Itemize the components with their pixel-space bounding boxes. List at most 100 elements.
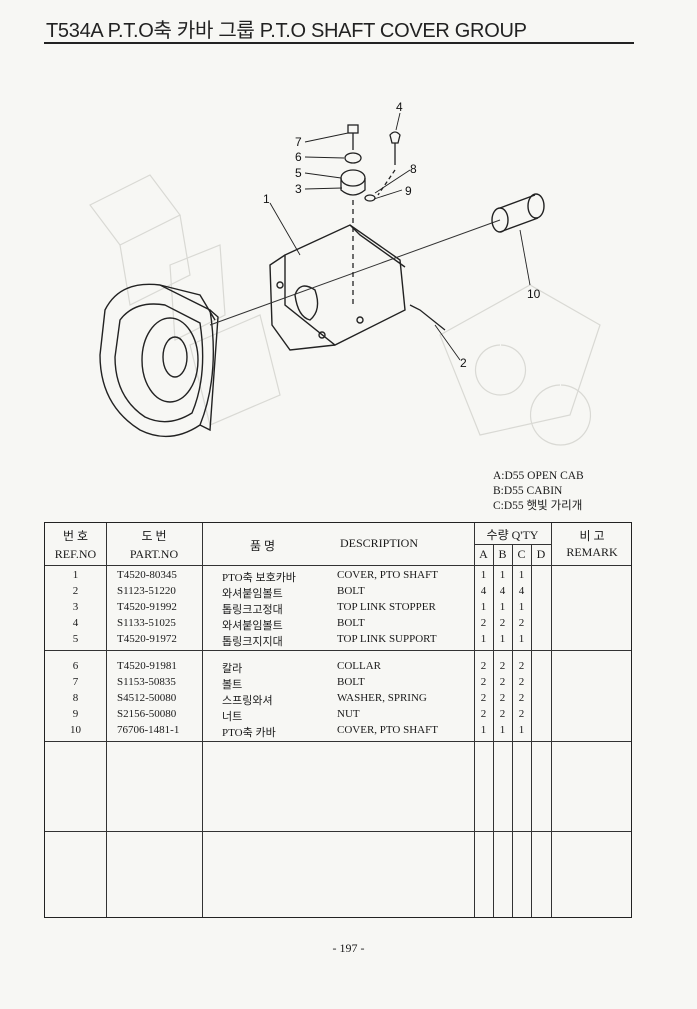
header-qty-c: C: [517, 547, 526, 561]
row-qty-a: 1: [480, 633, 487, 645]
col-divider: [551, 523, 552, 917]
row-qty-c: 2: [518, 676, 525, 688]
row-name-ko: 볼트: [222, 679, 243, 691]
row-description: BOLT: [337, 617, 365, 629]
header-qty-b: B: [498, 547, 507, 561]
header-part-en: PART.NO: [129, 547, 179, 561]
table-row: 4 S1133-51025 와셔붙임볼트 BOLT 2 2 2: [45, 616, 631, 632]
row-part-no: S1153-50835: [117, 676, 176, 688]
row-qty-c: 1: [518, 569, 525, 581]
row-name-ko: 와셔붙임볼트: [222, 588, 283, 600]
row-name-ko: 톱링크고정대: [222, 604, 283, 616]
row-ref: 10: [70, 724, 81, 736]
callout-6: 6: [295, 150, 302, 164]
shaft-centerline: [209, 219, 501, 326]
row-description: BOLT: [337, 676, 365, 688]
row-ref: 2: [72, 585, 79, 597]
callout-7: 7: [295, 135, 302, 149]
row-qty-c: 2: [518, 660, 525, 672]
top-link-assembly-drawing: [340, 124, 401, 305]
row-part-no: T4520-91992: [117, 601, 177, 613]
pto-shaft-cover-drawing: [269, 224, 406, 351]
callout-9: 9: [405, 184, 412, 198]
header-qty-a: A: [479, 547, 488, 561]
exploded-parts-diagram: 1 2 3 4 5 6 7 8 9 10: [89, 100, 601, 446]
row-qty-a: 1: [480, 569, 487, 581]
table-row: 3 T4520-91992 톱링크고정대 TOP LINK STOPPER 1 …: [45, 600, 631, 616]
row-ref: 7: [72, 676, 79, 688]
table-row: 2 S1123-51220 와셔붙임볼트 BOLT 4 4 4: [45, 584, 631, 600]
row-qty-c: 1: [518, 601, 525, 613]
row-name-ko: 너트: [222, 711, 243, 723]
qty-header-divider: [474, 544, 551, 545]
row-part-no: 76706-1481-1: [117, 724, 180, 736]
row-qty-b: 2: [499, 692, 506, 704]
row-ref: 8: [72, 692, 79, 704]
row-part-no: S1133-51025: [117, 617, 176, 629]
row-qty-b: 1: [499, 601, 506, 613]
legend-line-b: B:D55 CABIN: [493, 485, 563, 497]
header-remark-en: REMARK: [566, 545, 618, 559]
row-description: COVER, PTO SHAFT: [337, 724, 438, 736]
row-description: BOLT: [337, 585, 365, 597]
row-qty-c: 2: [518, 617, 525, 629]
row-qty-c: 2: [518, 708, 525, 720]
row-ref: 5: [72, 633, 79, 645]
title-rule: [44, 42, 634, 44]
row-qty-b: 1: [499, 633, 506, 645]
header-qty-d: D: [536, 547, 546, 561]
row-qty-b: 2: [499, 676, 506, 688]
row-ref: 9: [72, 708, 79, 720]
leader-lines: [269, 112, 531, 361]
col-divider: [512, 544, 513, 917]
row-qty-b: 4: [499, 585, 506, 597]
table-row: 1 T4520-80345 PTO축 보호카바 COVER, PTO SHAFT…: [45, 568, 631, 584]
background-ghost-drawing: [89, 174, 601, 446]
housing-drawing: [99, 283, 219, 438]
row-name-ko: 칼라: [222, 663, 243, 675]
header-part-ko: 도 번: [141, 529, 167, 543]
row-part-no: T4520-91972: [117, 633, 177, 645]
row-qty-a: 2: [480, 692, 487, 704]
row-part-no: T4520-91981: [117, 660, 177, 672]
table-row: 5 T4520-91972 톱링크지지대 TOP LINK SUPPORT 1 …: [45, 632, 631, 648]
callout-3: 3: [295, 182, 302, 196]
col-divider: [531, 544, 532, 917]
callout-2: 2: [460, 356, 467, 370]
row-qty-a: 2: [480, 617, 487, 629]
bolt-drawing: [409, 304, 446, 331]
row-ref: 4: [72, 617, 79, 629]
row-qty-a: 1: [480, 601, 487, 613]
row-part-no: T4520-80345: [117, 569, 177, 581]
header-ref-ko: 번 호: [62, 529, 89, 543]
page-number: - 197 -: [332, 941, 365, 955]
callout-4: 4: [396, 100, 403, 114]
row-qty-c: 2: [518, 692, 525, 704]
group-rule: [45, 650, 631, 651]
row-name-ko: PTO축 보호카바: [222, 572, 296, 584]
row-name-ko: 톱링크지지대: [222, 636, 283, 648]
row-ref: 6: [72, 660, 79, 672]
row-part-no: S1123-51220: [117, 585, 176, 597]
row-qty-a: 2: [480, 676, 487, 688]
row-qty-b: 2: [499, 660, 506, 672]
header-description: DESCRIPTION: [340, 536, 419, 550]
table-row: 9 S2156-50080 너트 NUT 2 2 2: [45, 707, 631, 723]
table-row: 10 76706-1481-1 PTO축 카바 COVER, PTO SHAFT…: [45, 723, 631, 739]
cover-cylinder-drawing: [491, 193, 545, 233]
group-rule: [45, 831, 631, 832]
header-rule: [45, 565, 631, 566]
col-divider: [202, 523, 203, 917]
col-divider: [493, 544, 494, 917]
row-qty-a: 1: [480, 724, 487, 736]
table-row: 7 S1153-50835 볼트 BOLT 2 2 2: [45, 675, 631, 691]
legend-line-c: C:D55 햇빛 가리개: [493, 500, 583, 512]
header-remark-ko: 비 고: [579, 529, 605, 543]
col-divider: [106, 523, 107, 917]
callout-10: 10: [527, 287, 541, 301]
parts-table: 번 호 REF.NO 도 번 PART.NO 품 명 DESCRIPTION 수…: [44, 522, 632, 918]
row-qty-c: 4: [518, 585, 525, 597]
model-legend: A:D55 OPEN CAB B:D55 CABIN C:D55 햇빛 가리개: [493, 469, 584, 514]
row-description: NUT: [337, 708, 360, 720]
legend-line-a: A:D55 OPEN CAB: [493, 470, 584, 482]
